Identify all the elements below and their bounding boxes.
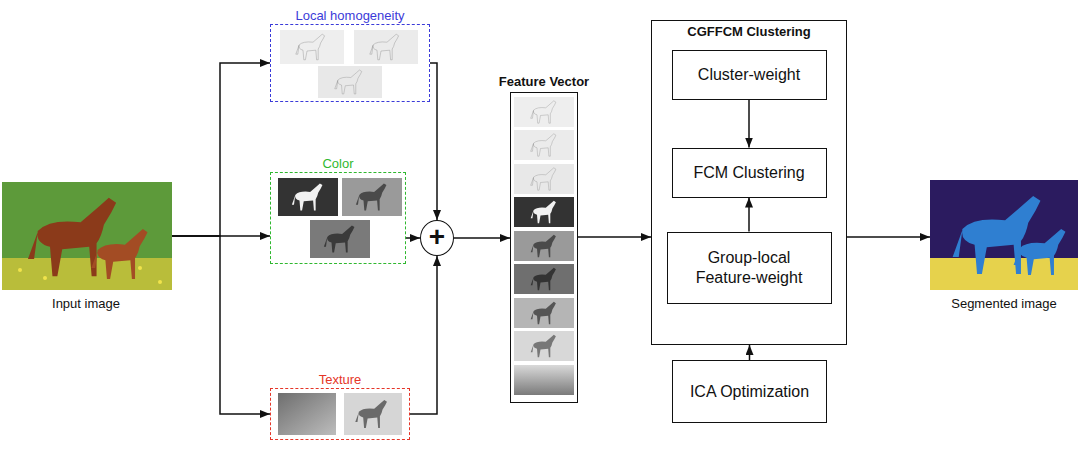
feature-thumbnails — [514, 97, 574, 395]
color-thumbnails — [278, 178, 402, 258]
input-photo-part — [91, 229, 147, 279]
feature-thumbnails-part — [514, 298, 574, 328]
feature-thumbnails-part — [514, 365, 574, 395]
flow-arrow — [430, 63, 437, 220]
feature-thumbnails-part — [514, 264, 574, 294]
flow-arrow — [748, 100, 750, 148]
texture-thumbnails-part — [344, 393, 402, 435]
process-box: Cluster-weight — [672, 50, 827, 100]
sum-circle: + — [420, 220, 454, 256]
flow-arrow — [748, 198, 750, 232]
input-photo-part — [138, 266, 142, 270]
box-label: ICA Optimization — [682, 382, 817, 402]
color-thumbnails-part — [278, 178, 338, 216]
feature-thumbnails-part — [531, 302, 556, 324]
image-node: Segmented image — [930, 180, 1078, 290]
segmented-photo — [930, 180, 1078, 290]
node-title: Local homogeneity — [295, 8, 404, 23]
flow-arrow — [172, 236, 270, 414]
flow-arrow — [847, 236, 930, 238]
input-photo-part — [28, 198, 116, 276]
feature-vector: Feature Vector — [510, 92, 578, 403]
feature-thumbnails-part — [531, 101, 556, 123]
node-title: + — [429, 223, 445, 251]
input-photo-part — [2, 182, 172, 290]
color-thumbnails-part — [292, 183, 323, 210]
feature-thumbnails-part — [514, 231, 574, 261]
feature-thumbnails-part — [531, 168, 556, 190]
texture-thumbnails-part — [278, 393, 336, 435]
feature-group: Color — [270, 172, 406, 264]
feature-thumbnails-part — [531, 134, 556, 156]
segmented-photo-part — [930, 258, 1078, 290]
homogeneity-thumbnails — [280, 30, 418, 98]
flow-arrow — [172, 63, 270, 236]
node-title: Input image — [52, 296, 120, 311]
feature-thumbnails-part — [514, 97, 574, 127]
flow-arrow — [749, 345, 751, 360]
node-title: CGFFCM Clustering — [687, 24, 811, 39]
homogeneity-thumbnails-part — [354, 30, 418, 64]
process-box: FCM Clustering — [672, 148, 827, 198]
segmented-photo-part — [930, 180, 1078, 290]
feature-thumbnails-part — [531, 268, 556, 290]
node-title: Texture — [319, 372, 362, 387]
flow-arrow — [406, 237, 420, 239]
feature-group: Texture — [270, 388, 410, 440]
box-label: FCM Clustering — [685, 163, 812, 183]
input-photo-part — [43, 276, 47, 280]
color-thumbnails-part — [324, 225, 355, 252]
color-thumbnails-part — [310, 220, 370, 258]
color-thumbnails-part — [356, 183, 387, 210]
feature-thumbnails-part — [531, 201, 556, 223]
flow-arrow — [410, 256, 437, 414]
box-label: Cluster-weight — [690, 65, 808, 85]
node-title: Color — [322, 156, 353, 171]
input-photo-part — [158, 280, 162, 284]
flow-arrow — [578, 236, 651, 238]
node-title: Segmented image — [951, 296, 1057, 311]
feature-thumbnails-part — [514, 197, 574, 227]
feature-group: Local homogeneity — [270, 24, 430, 102]
process-box: ICA Optimization — [672, 360, 827, 423]
homogeneity-thumbnails-part — [296, 34, 325, 60]
homogeneity-thumbnails-part — [370, 34, 399, 60]
flow-arrow — [454, 237, 510, 239]
color-thumbnails-part — [342, 178, 402, 216]
segmented-photo-part — [1014, 229, 1066, 275]
box-label: Group-local Feature-weight — [668, 248, 831, 288]
homogeneity-thumbnails-part — [280, 30, 344, 64]
homogeneity-thumbnails-part — [318, 66, 382, 98]
input-photo — [2, 182, 172, 290]
feature-thumbnails-part — [514, 130, 574, 160]
feature-thumbnails-part — [531, 235, 556, 257]
process-box: Group-local Feature-weight — [667, 232, 832, 304]
homogeneity-thumbnails-part — [335, 70, 362, 94]
input-photo-part — [18, 268, 22, 272]
texture-thumbnails-part — [355, 400, 387, 428]
texture-thumbnails — [278, 393, 402, 435]
feature-thumbnails-part — [531, 335, 556, 357]
node-title: Feature Vector — [499, 74, 589, 89]
input-photo-part — [2, 258, 172, 290]
feature-thumbnails-part — [514, 164, 574, 194]
feature-thumbnails-part — [514, 331, 574, 361]
cluster-module: CGFFCM ClusteringCluster-weightFCM Clust… — [651, 20, 847, 345]
image-node: Input image — [0, 182, 172, 290]
